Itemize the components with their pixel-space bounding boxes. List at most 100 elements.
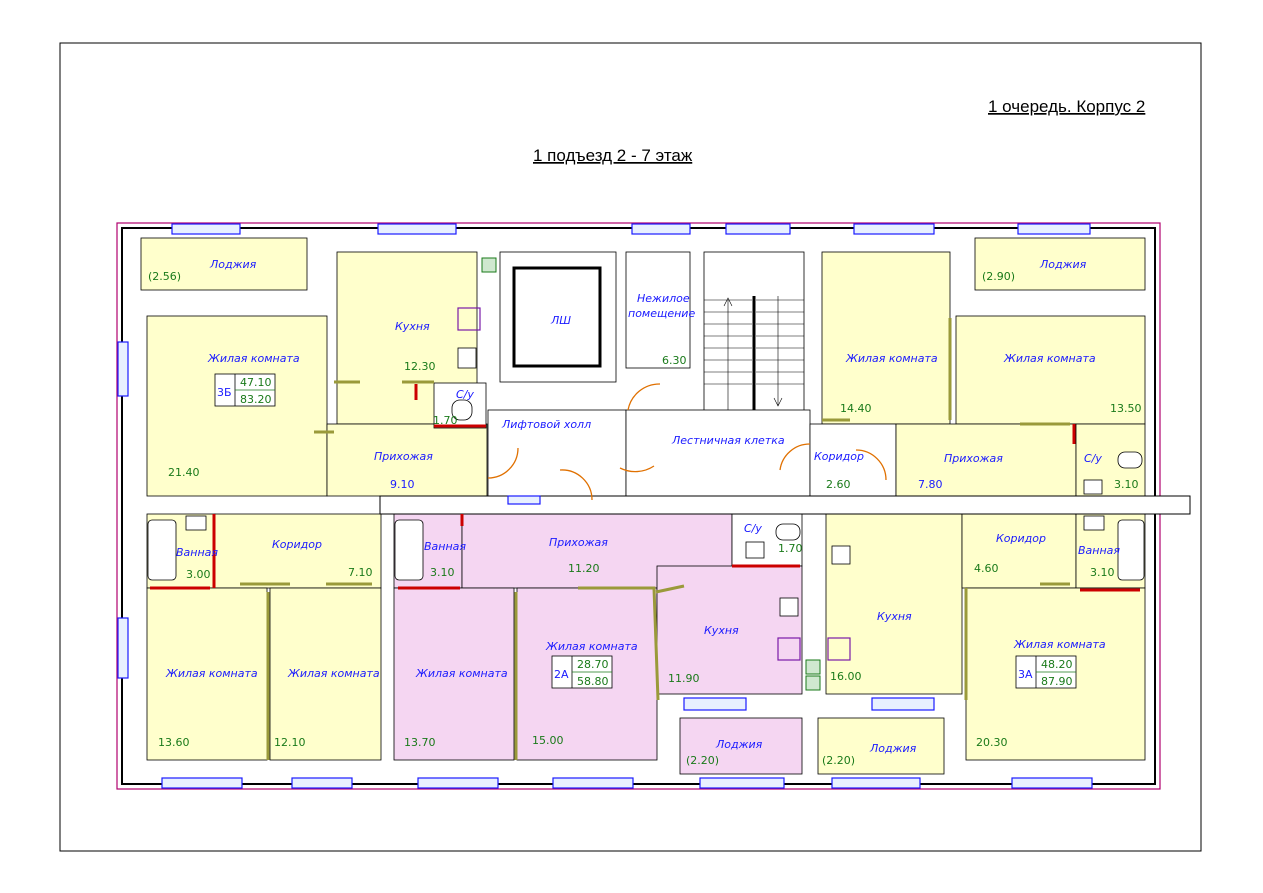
living-right-2-name: Жилая комната [1003, 352, 1096, 365]
corridor-right [961, 513, 1077, 589]
apartment-tag-3b: 3Б 47.10 83.20 [214, 373, 276, 407]
loggia-right-bottom-area: (2.20) [822, 754, 855, 767]
bath-2a-name: Ванная [424, 540, 466, 553]
kitchen-right-area: 16.00 [830, 670, 862, 683]
loggia-right-top-area: (2.90) [982, 270, 1015, 283]
corridor-left-name: Коридор [272, 538, 322, 551]
windows [117, 223, 1093, 789]
partitions [240, 318, 1070, 760]
bearing-wall-band [379, 495, 1191, 515]
living-2a-1 [393, 587, 515, 761]
stair-name: Лестничная клетка [671, 434, 785, 447]
nonresidential-room [625, 251, 691, 369]
lift-hall-name: Лифтовой холл [501, 418, 591, 431]
kitchen-left-area: 12.30 [404, 360, 436, 373]
hall-right-name: Прихожая [944, 452, 1003, 465]
wc-left-area: 1.70 [433, 414, 458, 427]
apartment-total-area-3b: 83.20 [240, 393, 272, 406]
entrance-title: 1 подъезд 2 - 7 этаж [533, 146, 693, 165]
loggia-right-bottom-name: Лоджия [869, 742, 917, 755]
living-right-1-name: Жилая комната [845, 352, 938, 365]
wc-2a-area: 1.70 [778, 542, 803, 555]
corridor-center-area: 2.60 [826, 478, 851, 491]
wet-zone-walls [150, 384, 1140, 592]
living-3a-name: Жилая комната [1013, 638, 1106, 651]
living-3a-area: 20.30 [976, 736, 1008, 749]
kitchen-left-name: Кухня [395, 320, 430, 333]
hall-2a-area: 11.20 [568, 562, 600, 575]
nonresidential-name-2: помещение [628, 307, 695, 320]
lift-hall [487, 409, 627, 497]
apartment-tag-3a: 3А 48.20 87.90 [1015, 655, 1077, 689]
wc-2a-name: С/у [744, 522, 762, 535]
apartment-living-area-3b: 47.10 [240, 376, 272, 389]
loggia-2a-name: Лоджия [715, 738, 763, 751]
living-2a-1-name: Жилая комната [415, 667, 508, 680]
sheet-frame [59, 42, 1202, 852]
living-2a-2-area: 15.00 [532, 734, 564, 747]
corridor-left [214, 513, 382, 589]
living-3b-name: Жилая комната [207, 352, 300, 365]
stair-landing [625, 409, 811, 497]
corridor-center [809, 423, 897, 497]
lift-shaft-name: ЛШ [550, 314, 571, 327]
corridor-left-area: 7.10 [348, 566, 373, 579]
bath-left-name: Ванная [176, 546, 218, 559]
wc-left-name: С/у [456, 388, 474, 401]
apartment-code-3b: 3Б [217, 386, 232, 399]
apartment-living-area-2a: 28.70 [577, 658, 609, 671]
living-3b-area: 21.40 [168, 466, 200, 479]
doors [487, 383, 887, 501]
living-left-2 [269, 587, 382, 761]
apartment-total-area-2a: 58.80 [577, 675, 609, 688]
loggia-right-top [974, 237, 1146, 291]
loggia-left-top [140, 237, 308, 291]
kitchen-right-name: Кухня [877, 610, 912, 623]
loggia-right-top-name: Лоджия [1039, 258, 1087, 271]
lift-shaft [499, 251, 617, 383]
kitchen-2a-name: Кухня [704, 624, 739, 637]
wc-right-area: 3.10 [1114, 478, 1139, 491]
living-2a-2-name: Жилая комната [545, 640, 638, 653]
room-labels: Лоджия (2.56) Кухня 12.30 С/у 1.70 Жилая… [148, 258, 1142, 767]
living-right-1 [821, 251, 951, 425]
living-left-2-area: 12.10 [274, 736, 306, 749]
bath-right-name: Ванная [1078, 544, 1120, 557]
living-right-2 [955, 315, 1146, 425]
fixtures [147, 347, 1145, 617]
loggia-2a [679, 717, 803, 775]
apartment-tag-2a: 2А 28.70 58.80 [551, 655, 613, 689]
stair-steps [704, 296, 804, 410]
nonresidential-area: 6.30 [662, 354, 687, 367]
living-left-2-name: Жилая комната [287, 667, 380, 680]
kitchen-right [825, 513, 963, 695]
living-left-1 [146, 587, 268, 761]
corridor-right-area: 4.60 [974, 562, 999, 575]
corridor-center-name: Коридор [814, 450, 864, 463]
nonresidential-name-1: Нежилое [637, 292, 690, 305]
stoves [457, 307, 851, 661]
living-left-1-area: 13.60 [158, 736, 190, 749]
loggia-left-top-area: (2.56) [148, 270, 181, 283]
hall-right-area: 7.80 [918, 478, 943, 491]
living-right-1-area: 14.40 [840, 402, 872, 415]
wc-right-name: С/у [1084, 452, 1102, 465]
hall-left-name: Прихожая [374, 450, 433, 463]
kitchen-2a-area: 11.90 [668, 672, 700, 685]
bath-left-area: 3.00 [186, 568, 211, 581]
loggia-left-top-name: Лоджия [209, 258, 257, 271]
hall-left-area: 9.10 [390, 478, 415, 491]
hall-left [326, 423, 488, 497]
lift-car [512, 266, 602, 368]
apartment-living-area-3a: 48.20 [1041, 658, 1073, 671]
living-2a-1-area: 13.70 [404, 736, 436, 749]
hall-2a-name: Прихожая [549, 536, 608, 549]
corridor-right-name: Коридор [996, 532, 1046, 545]
loggia-2a-area: (2.20) [686, 754, 719, 767]
living-right-2-area: 13.50 [1110, 402, 1142, 415]
queue-title: 1 очередь. Корпус 2 [988, 97, 1145, 116]
ventilation-shafts [481, 257, 821, 691]
bath-right-area: 3.10 [1090, 566, 1115, 579]
apartment-total-area-3a: 87.90 [1041, 675, 1073, 688]
